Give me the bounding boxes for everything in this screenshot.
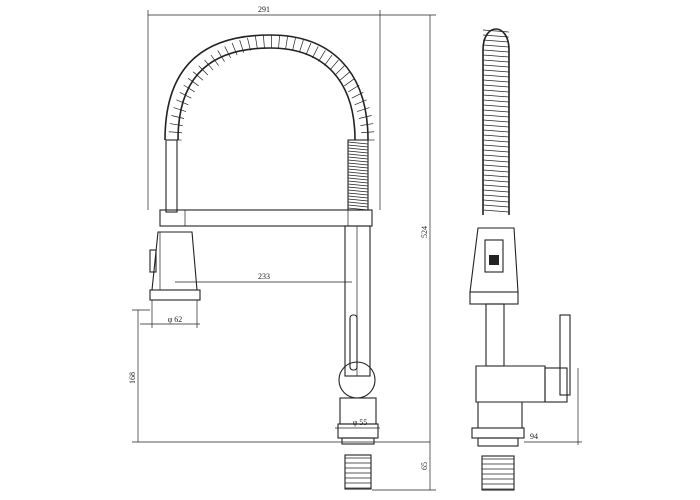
dim-phi62-label: φ 62: [168, 315, 183, 324]
dim-524-label: 524: [420, 226, 429, 238]
side-spring-coil: [482, 28, 510, 215]
dimension-overall-width: 291: [147, 5, 381, 210]
dimension-shank-length: 65: [372, 442, 436, 491]
faucet-base: [337, 397, 379, 490]
dimension-handle-reach: 94: [524, 368, 582, 445]
dim-65-label: 65: [420, 462, 429, 470]
side-view: 94: [469, 28, 582, 491]
dimension-spout-reach: 233: [175, 272, 352, 283]
dim-233-label: 233: [258, 272, 270, 281]
front-view: 291 233 φ 62 φ 55 168: [128, 5, 430, 490]
spray-head: [149, 231, 201, 301]
spring-coil: [164, 34, 375, 141]
dim-phi55-label: φ 55: [353, 418, 368, 427]
dimension-handle-height: 168: [128, 309, 430, 443]
body-column: [344, 225, 371, 377]
holder-bar: [159, 209, 373, 227]
dimension-overall-height: 524: [380, 14, 436, 442]
side-spray-head: [469, 227, 519, 305]
left-guide-pipe: [165, 139, 178, 213]
side-neck: [485, 303, 505, 367]
dim-94-label: 94: [530, 432, 538, 441]
spring-lower-wrap: [347, 139, 369, 211]
dimension-base-dia: φ 55: [335, 418, 380, 429]
dim-168-label: 168: [128, 372, 137, 384]
side-body: [471, 314, 571, 491]
dimension-spray-dia: φ 62: [140, 300, 200, 328]
dim-291-label: 291: [258, 5, 270, 14]
